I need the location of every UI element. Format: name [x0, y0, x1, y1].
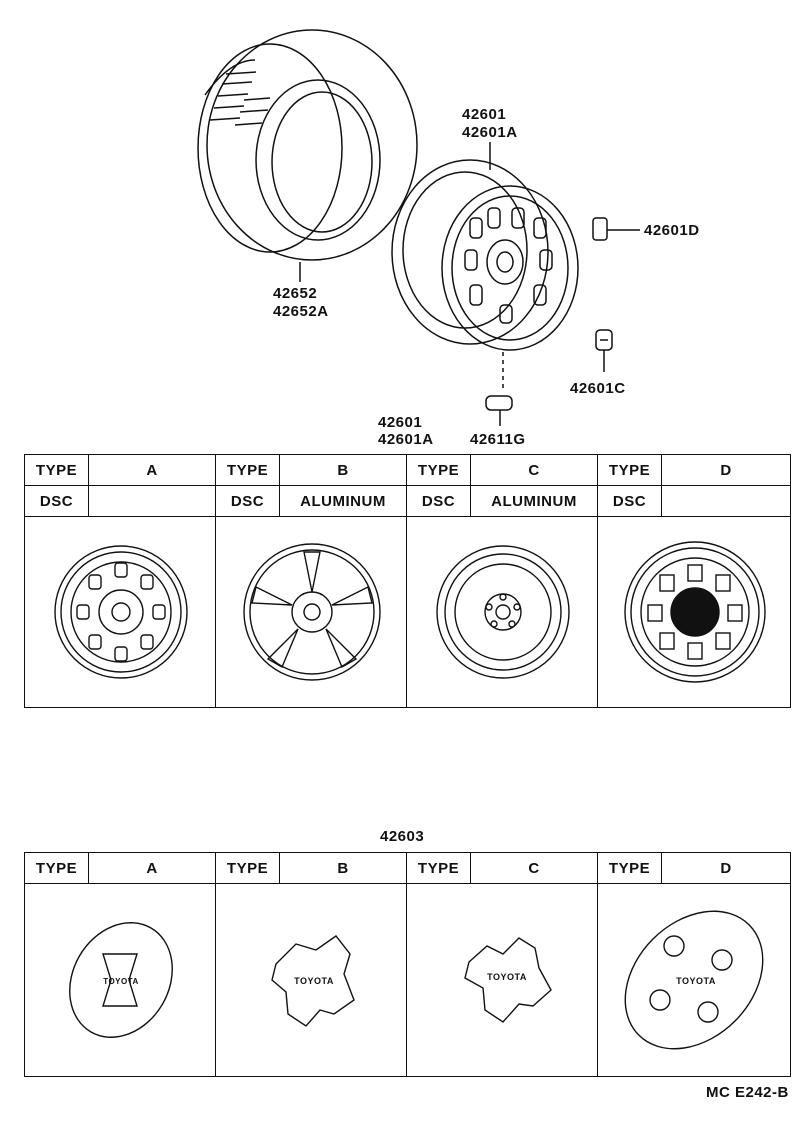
wheel-dsc-label-b: DSC [215, 485, 280, 517]
cap-image-cell-a: TOYOTA [24, 883, 216, 1077]
cap-group-part-number: 42603 [380, 828, 425, 845]
wheel-image-cell-b [215, 516, 407, 708]
wheel-dsc-label-a: DSC [24, 485, 89, 517]
wheel-image-cell-c [406, 516, 598, 708]
cap-type-label-b: TYPE [215, 852, 280, 884]
wheel-type-b: B [279, 454, 407, 486]
wheel-dsc-b: ALUMINUM [279, 485, 407, 517]
wheel-b-drawing [243, 543, 381, 681]
cap-image-cell-c: TOYOTA [406, 883, 598, 1077]
cap-type-c: C [470, 852, 598, 884]
wheel-type-label-c: TYPE [406, 454, 471, 486]
cap-type-label-d: TYPE [597, 852, 662, 884]
wheel-dsc-d [661, 485, 791, 517]
cap-a-drawing: TOYOTA [69, 922, 173, 1038]
wheel-image-cell-d [597, 516, 791, 708]
cap-a-brand: TOYOTA [103, 977, 139, 986]
wheel-type-label-b: TYPE [215, 454, 280, 486]
cap-type-d: D [661, 852, 791, 884]
wheel-type-d: D [661, 454, 791, 486]
wheel-dsc-a [88, 485, 216, 517]
wheel-c-drawing [436, 545, 570, 679]
wheel-type-c: C [470, 454, 598, 486]
cap-type-label-c: TYPE [406, 852, 471, 884]
cap-d-brand: TOYOTA [676, 976, 716, 986]
cap-type-label-a: TYPE [24, 852, 89, 884]
cap-c-brand: TOYOTA [487, 972, 527, 982]
cap-type-table: TYPE A TYPE B TYPE C TYPE D TOYOTA TOYOT… [24, 852, 791, 1077]
cap-type-b: B [279, 852, 407, 884]
steel-wheel-drawing [391, 159, 579, 351]
wheel-dsc-label-c: DSC [406, 485, 471, 517]
cap-image-cell-d: TOYOTA [597, 883, 791, 1077]
wheel-image-cell-a [24, 516, 216, 708]
hub-nut-drawing [595, 329, 613, 372]
wheel-type-label-d: TYPE [597, 454, 662, 486]
wheel-lower-part-number-2: 42601A [378, 431, 434, 448]
wheel-d-drawing [624, 541, 766, 683]
wheel-type-a: A [88, 454, 216, 486]
wheel-part-number-2: 42601A [462, 124, 518, 141]
wheel-type-label-a: TYPE [24, 454, 89, 486]
wheel-part-number-1: 42601 [462, 106, 507, 123]
wheel-dsc-label-d: DSC [597, 485, 662, 517]
cap-b-drawing: TOYOTA [271, 935, 355, 1027]
cap-b-brand: TOYOTA [294, 976, 334, 986]
cap-type-a: A [88, 852, 216, 884]
diagram-code: MC E242-B [706, 1084, 789, 1101]
tire-drawing [197, 29, 418, 261]
wheel-a-drawing [54, 545, 188, 679]
cap-image-cell-b: TOYOTA [215, 883, 407, 1077]
wheel-dsc-c: ALUMINUM [470, 485, 598, 517]
hub-nut-part-number: 42601C [570, 380, 626, 397]
valve-drawing [485, 352, 513, 426]
cap-d-drawing: TOYOTA [624, 910, 764, 1050]
valve-part-number: 42611G [470, 431, 526, 448]
wheel-lower-part-number-1: 42601 [378, 414, 423, 431]
wheel-type-table: TYPE A TYPE B TYPE C TYPE D DSC DSC ALUM… [24, 454, 791, 708]
cap-c-drawing: TOYOTA [464, 937, 552, 1023]
balance-weight-part-number: 42601D [644, 222, 700, 239]
exploded-view [197, 29, 640, 426]
tire-part-number-2: 42652A [273, 303, 329, 320]
tire-part-number-1: 42652 [273, 285, 318, 302]
balance-weight-drawing [592, 217, 640, 241]
